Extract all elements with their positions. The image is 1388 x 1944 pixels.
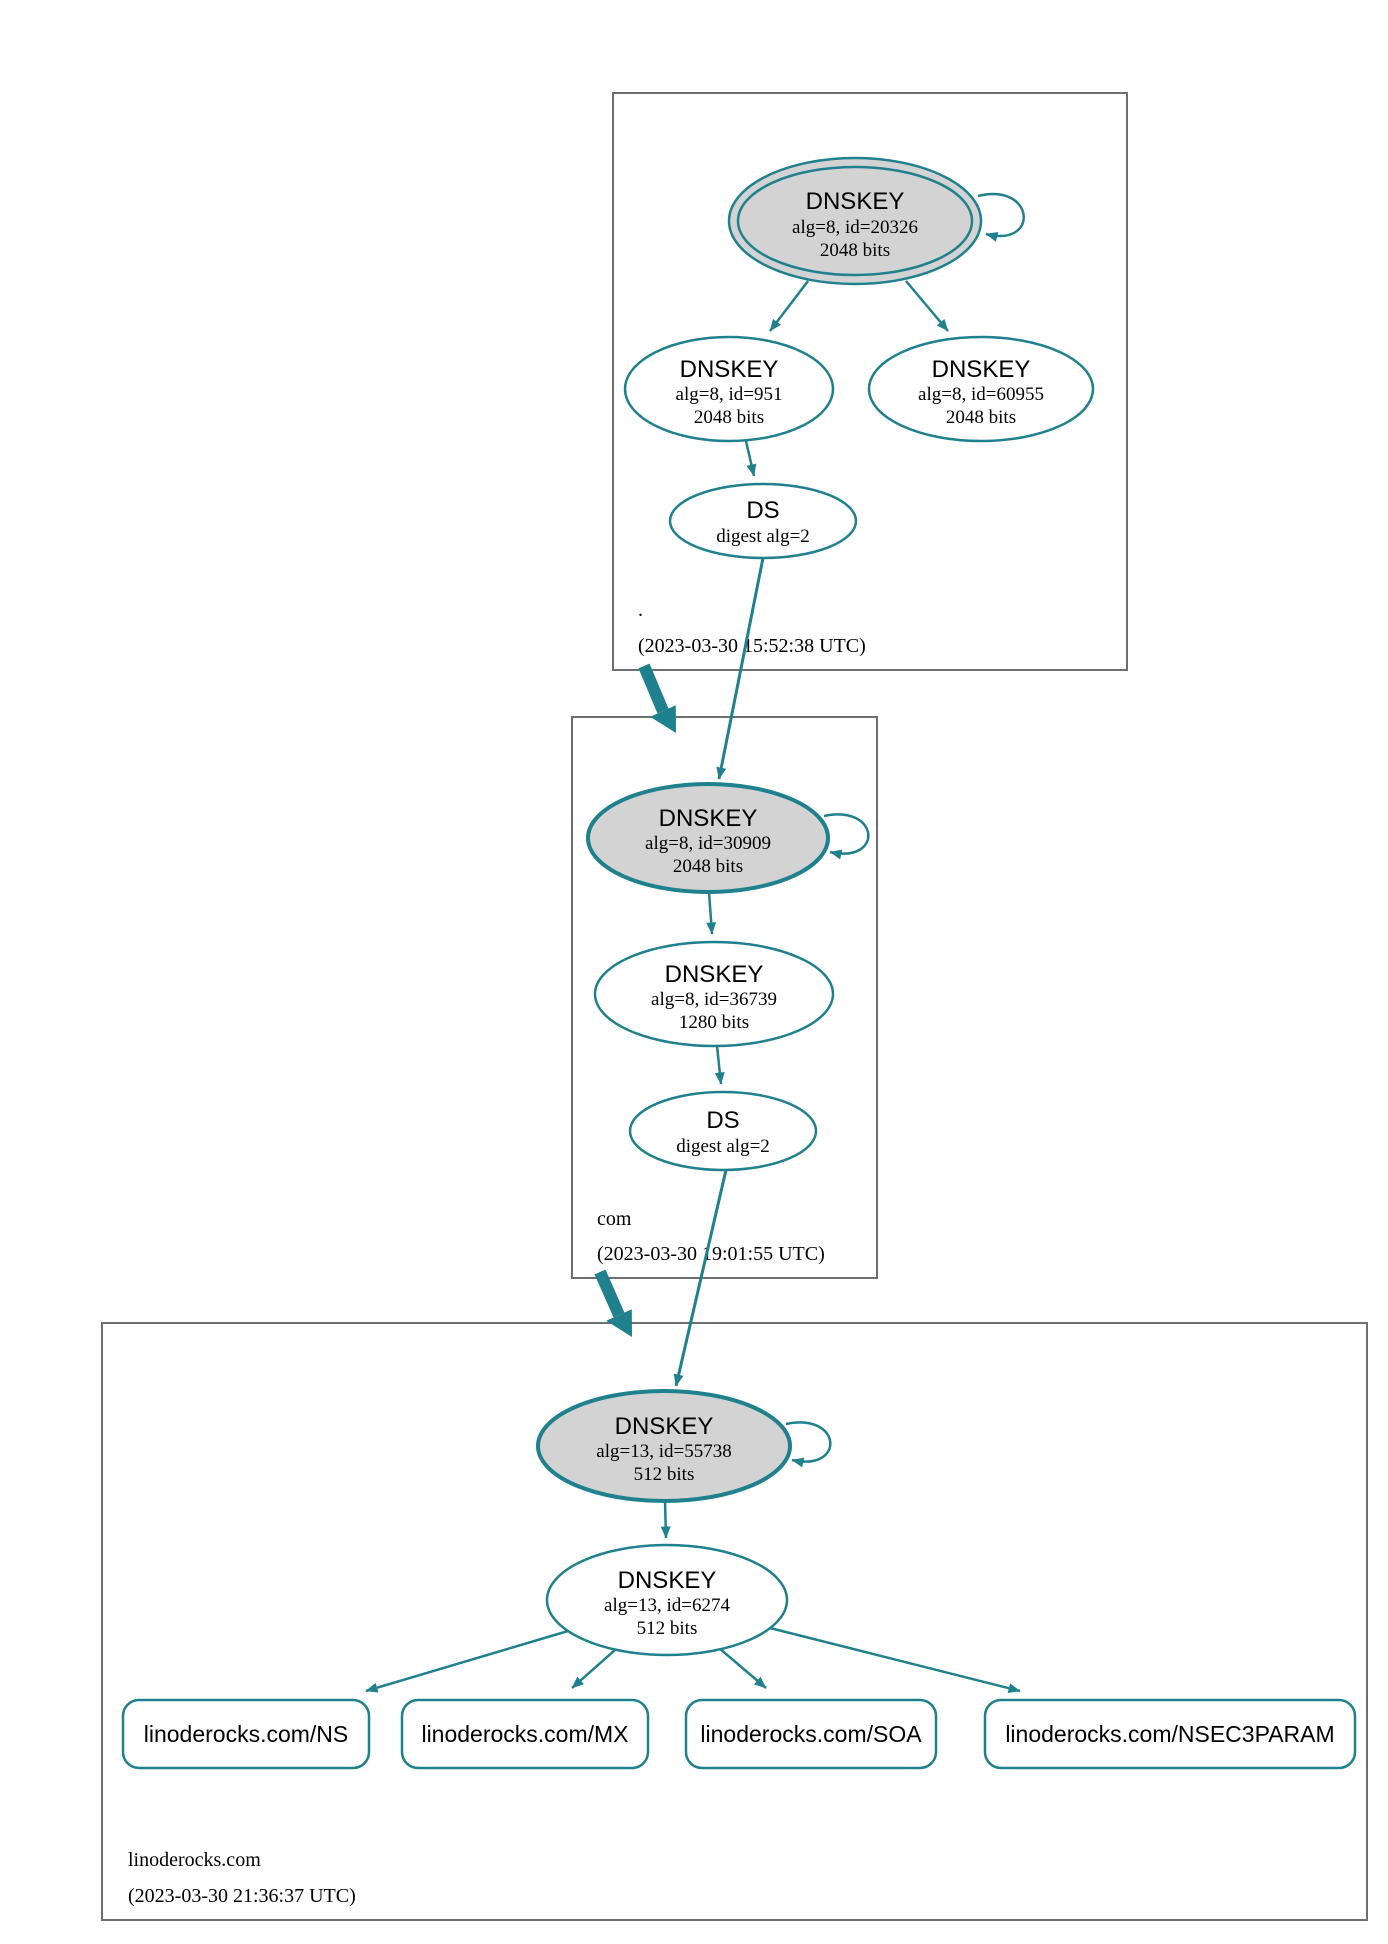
node-linoderocks-ksk[interactable]: DNSKEY alg=13, id=55738 512 bits bbox=[536, 1389, 792, 1503]
com-ksk-bits: 2048 bits bbox=[673, 856, 743, 877]
zone-root: . (2023-03-30 15:52:38 UTC) DNSKEY alg=8… bbox=[612, 92, 1128, 671]
linoderocks-zsk-to-ns-edge bbox=[365, 1629, 569, 1693]
linoderocks-zsk-to-mx-edge bbox=[571, 1649, 616, 1689]
root-ksk-outer-ellipse bbox=[727, 156, 983, 286]
com-ksk-ellipse bbox=[586, 782, 830, 894]
com-zsk-detail: alg=8, id=36739 bbox=[651, 989, 777, 1010]
com-ksk-self-sign-edge bbox=[823, 813, 870, 860]
zone-timestamp-root: (2023-03-30 15:52:38 UTC) bbox=[638, 635, 866, 657]
linoderocks-zsk-detail: alg=13, id=6274 bbox=[604, 1595, 730, 1616]
delegation-arrow-shaft bbox=[594, 1269, 625, 1318]
root-zsk2-detail: alg=8, id=60955 bbox=[918, 384, 1044, 405]
node-root-ksk[interactable]: DNSKEY alg=8, id=20326 2048 bits bbox=[727, 156, 983, 286]
node-rrset-ns[interactable]: linoderocks.com/NS bbox=[121, 1698, 371, 1770]
zone-label-root: . bbox=[638, 599, 643, 621]
node-root-ds[interactable]: DS digest alg=2 bbox=[668, 482, 858, 560]
rrset-nsec3param-label: linoderocks.com/NSEC3PARAM bbox=[1005, 1721, 1334, 1747]
rrset-nsec3param-rect bbox=[983, 1698, 1357, 1770]
root-ksk-title: DNSKEY bbox=[806, 188, 905, 215]
root-zsk2-bits: 2048 bits bbox=[946, 407, 1016, 428]
root-zsk-to-ds-edge bbox=[744, 440, 757, 477]
root-zsk2-title: DNSKEY bbox=[932, 356, 1031, 383]
node-rrset-mx[interactable]: linoderocks.com/MX bbox=[400, 1698, 650, 1770]
root-zsk-ellipse bbox=[623, 335, 835, 443]
linoderocks-zsk-to-nsec3param-edge bbox=[769, 1626, 1021, 1694]
node-com-ds[interactable]: DS digest alg=2 bbox=[628, 1090, 818, 1172]
root-zsk-bits: 2048 bits bbox=[694, 407, 764, 428]
delegation-arrow-shaft bbox=[638, 663, 669, 714]
zone-timestamp-com: (2023-03-30 19:01:55 UTC) bbox=[597, 1243, 825, 1265]
com-ds-detail: digest alg=2 bbox=[676, 1136, 770, 1157]
linoderocks-ksk-to-zsk-edge bbox=[660, 1500, 671, 1539]
rrset-ns-label: linoderocks.com/NS bbox=[144, 1721, 349, 1747]
rrset-soa-label: linoderocks.com/SOA bbox=[700, 1721, 922, 1747]
node-rrset-soa[interactable]: linoderocks.com/SOA bbox=[684, 1698, 938, 1770]
root-zsk-detail: alg=8, id=951 bbox=[676, 384, 783, 405]
zone-label-linoderocks: linoderocks.com bbox=[128, 1849, 261, 1871]
linoderocks-ksk-detail: alg=13, id=55738 bbox=[596, 1441, 731, 1462]
rrset-mx-label: linoderocks.com/MX bbox=[421, 1721, 628, 1747]
linoderocks-ksk-ellipse bbox=[536, 1389, 792, 1503]
zone-label-com: com bbox=[597, 1208, 632, 1230]
zone-com: com (2023-03-30 19:01:55 UTC) DNSKEY alg… bbox=[571, 716, 878, 1279]
com-ksk-title: DNSKEY bbox=[659, 805, 758, 832]
com-ksk-detail: alg=8, id=30909 bbox=[645, 833, 771, 854]
linoderocks-ksk-bits: 512 bits bbox=[634, 1464, 695, 1485]
com-zsk-bits: 1280 bits bbox=[679, 1012, 749, 1033]
node-com-ksk[interactable]: DNSKEY alg=8, id=30909 2048 bits bbox=[586, 782, 830, 894]
node-root-zsk[interactable]: DNSKEY alg=8, id=951 2048 bits bbox=[623, 335, 835, 443]
com-ds-title: DS bbox=[706, 1107, 739, 1134]
node-com-zsk[interactable]: DNSKEY alg=8, id=36739 1280 bits bbox=[593, 940, 835, 1048]
node-root-zsk2[interactable]: DNSKEY alg=8, id=60955 2048 bits bbox=[867, 335, 1095, 443]
node-linoderocks-zsk[interactable]: DNSKEY alg=13, id=6274 512 bits bbox=[545, 1543, 789, 1657]
root-ksk-inner-ellipse bbox=[736, 165, 974, 277]
linoderocks-zsk-to-soa-edge bbox=[718, 1647, 767, 1689]
rrset-mx-rect bbox=[400, 1698, 650, 1770]
root-ksk-to-zsk2-edge bbox=[905, 280, 949, 332]
com-zsk-ellipse bbox=[593, 940, 835, 1048]
root-ds-title: DS bbox=[746, 497, 779, 524]
com-zsk-to-ds-edge bbox=[714, 1045, 725, 1085]
root-ksk-self-sign-edge bbox=[977, 192, 1025, 242]
com-ds-to-linoderocks-ksk-edge bbox=[673, 1169, 728, 1387]
linoderocks-ksk-title: DNSKEY bbox=[615, 1413, 714, 1440]
delegation-arrow-head bbox=[650, 705, 676, 733]
zone-timestamp-linoderocks: (2023-03-30 21:36:37 UTC) bbox=[128, 1885, 356, 1907]
rrset-ns-rect bbox=[121, 1698, 371, 1770]
root-ksk-detail: alg=8, id=20326 bbox=[792, 217, 918, 238]
root-ds-detail: digest alg=2 bbox=[716, 526, 810, 547]
linoderocks-ksk-self-sign-edge bbox=[785, 1421, 832, 1468]
zone-linoderocks: linoderocks.com (2023-03-30 21:36:37 UTC… bbox=[101, 1322, 1368, 1921]
delegation-arrow-root-to-com bbox=[638, 663, 676, 733]
root-ksk-bits: 2048 bits bbox=[820, 240, 890, 261]
node-rrset-nsec3param[interactable]: linoderocks.com/NSEC3PARAM bbox=[983, 1698, 1357, 1770]
root-ksk-to-zsk-edge bbox=[769, 280, 809, 332]
delegation-arrow-com-to-linoderocks bbox=[594, 1269, 632, 1337]
linoderocks-zsk-bits: 512 bits bbox=[637, 1618, 698, 1639]
root-zsk2-ellipse bbox=[867, 335, 1095, 443]
com-zsk-title: DNSKEY bbox=[665, 961, 764, 988]
root-ds-to-com-ksk-edge bbox=[716, 557, 765, 780]
rrset-soa-rect bbox=[684, 1698, 938, 1770]
com-ksk-to-zsk-edge bbox=[706, 891, 717, 935]
root-zsk-title: DNSKEY bbox=[680, 356, 779, 383]
linoderocks-zsk-ellipse bbox=[545, 1543, 789, 1657]
delegation-arrow-head bbox=[606, 1309, 632, 1337]
linoderocks-zsk-title: DNSKEY bbox=[618, 1567, 717, 1594]
com-ds-ellipse bbox=[628, 1090, 818, 1172]
